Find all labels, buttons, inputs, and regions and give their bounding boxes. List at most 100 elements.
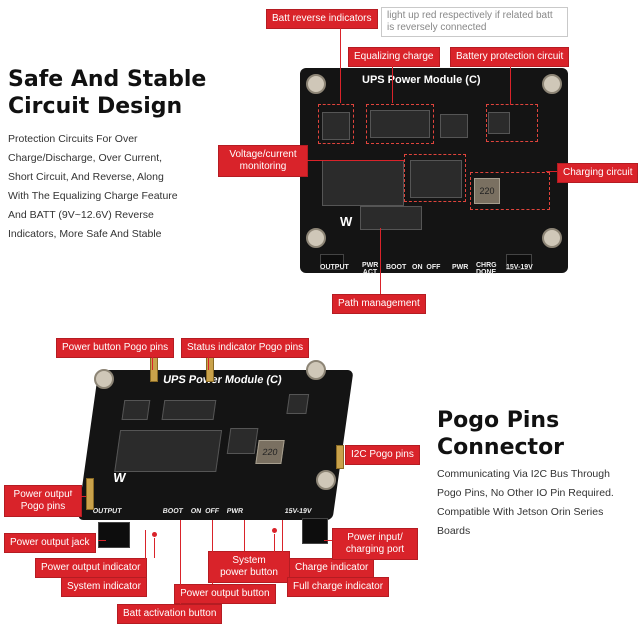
label-power-output-jack: Power output jack [4, 533, 96, 553]
silk-on-off: ON OFF [190, 508, 220, 515]
equalizing-chip-icon [370, 110, 430, 138]
label-i2c-pogo: I2C Pogo pins [345, 445, 420, 465]
leader-line [152, 356, 153, 370]
batt-reverse-note: light up red respectively if related bat… [381, 7, 568, 37]
waveshare-logo: W [112, 470, 127, 485]
silk-on-off: ON OFF [412, 264, 441, 271]
bottom-paragraph-line: Compatible With Jetson Orin Series [437, 506, 604, 518]
mounting-hole-icon [306, 360, 326, 380]
silk-pwr: PWR [226, 508, 244, 515]
highlight-box [486, 104, 538, 142]
silk-pwr: PWR [452, 264, 469, 271]
batt-reverse-led-icon [322, 112, 350, 140]
output-jack-icon [320, 254, 344, 270]
label-voltage-monitor-line: Voltage/current [229, 149, 297, 160]
monitor-chip-icon [410, 160, 462, 198]
top-heading-line1: Safe And Stable [8, 67, 207, 92]
mosfet-array-icon [322, 160, 404, 206]
label-path-management: Path management [332, 294, 426, 314]
ic-chip-icon [488, 112, 510, 134]
label-system-power-button: System power button [208, 551, 290, 583]
mounting-hole-icon [542, 228, 562, 248]
leader-line [145, 530, 146, 577]
label-power-input: Power input/ charging port [332, 528, 418, 560]
batt-reverse-note-line: light up red respectively if related bat… [387, 10, 553, 21]
label-power-output-pogo-line: Power output [13, 489, 73, 500]
leader-line [324, 540, 332, 541]
top-paragraph-line: Short Circuit, And Reverse, Along [8, 171, 164, 183]
indicator-led-icon [272, 528, 277, 533]
label-full-charge-indicator: Full charge indicator [287, 577, 390, 597]
bottom-heading-line1: Pogo Pins [437, 408, 560, 433]
label-system-power-button-line: System [232, 555, 266, 566]
ic-chip-icon [161, 400, 217, 420]
top-paragraph-line: Indicators, More Safe And Stable [8, 228, 162, 240]
label-power-input-line: charging port [345, 544, 405, 555]
label-batt-activation: Batt activation button [117, 604, 223, 624]
silk-chrg-done: CHRG DONE [476, 262, 497, 276]
top-board-title: UPS Power Module (C) [362, 74, 481, 86]
leader-line [380, 228, 381, 294]
leader-line [98, 540, 106, 541]
label-charge-indicator: Charge indicator [289, 558, 375, 578]
bottom-heading: Pogo Pins Connector [437, 407, 564, 461]
bottom-paragraph-line: Boards [437, 525, 471, 537]
leader-line [340, 27, 341, 103]
label-system-indicator: System indicator [61, 577, 147, 597]
ic-chip-icon [286, 394, 310, 414]
label-charging-circuit: Charging circuit [557, 163, 639, 183]
silk-pwr-act: PWR ACT [362, 262, 379, 276]
leader-line [510, 65, 511, 105]
leader-line [180, 520, 181, 604]
top-paragraph-line: And BATT (9V~12.6V) Reverse [8, 209, 154, 221]
label-system-power-button-line: power button [220, 567, 278, 578]
bottom-paragraph-line: Pogo Pins, No Other IO Pin Required. [437, 487, 614, 499]
pogo-pin-icon [336, 445, 344, 469]
label-equalizing: Equalizing charge [348, 47, 440, 67]
bottom-paragraph: Communicating Via I2C Bus Through Pogo P… [437, 465, 637, 541]
top-paragraph-line: With The Equalizing Charge Feature [8, 190, 178, 202]
silk-output: OUTPUT [92, 508, 122, 515]
batt-reverse-note-line: is reversely connected [387, 22, 487, 33]
label-power-output-button: Power output button [174, 584, 276, 604]
path-chip-icon [360, 206, 422, 230]
output-jack-icon [98, 522, 130, 548]
monitor-chip-icon [226, 428, 259, 454]
leader-line [274, 534, 275, 558]
bottom-board-title: UPS Power Module (C) [162, 374, 283, 386]
leader-line [70, 496, 86, 497]
leader-line [244, 520, 245, 551]
indicator-led-icon [152, 532, 157, 537]
pogo-pin-icon [86, 478, 94, 510]
label-status-pogo: Status indicator Pogo pins [181, 338, 310, 358]
ic-chip-icon [121, 400, 151, 420]
top-paragraph-line: Protection Circuits For Over [8, 133, 138, 145]
bottom-heading-line2: Connector [437, 435, 565, 460]
mosfet-array-icon [114, 430, 223, 472]
silk-boot: BOOT [386, 264, 407, 271]
label-battery-protection: Battery protection circuit [450, 47, 570, 67]
label-power-output-pogo-line: Pogo pins [20, 501, 66, 512]
inductor-icon: 220 [255, 440, 285, 464]
mounting-hole-icon [316, 470, 336, 490]
leader-line [546, 171, 557, 172]
mounting-hole-icon [306, 228, 326, 248]
label-power-input-line: Power input/ [347, 532, 403, 543]
silk-vin: 15V-19V [506, 264, 533, 271]
top-heading: Safe And Stable Circuit Design [8, 66, 206, 120]
mounting-hole-icon [306, 74, 326, 94]
waveshare-logo: W [340, 214, 353, 229]
silk-boot: BOOT [162, 508, 184, 515]
label-power-output-indicator: Power output indicator [35, 558, 147, 578]
top-paragraph: Protection Circuits For Over Charge/Disc… [8, 130, 208, 244]
top-pcb-board: UPS Power Module (C) 220 W OUTPUT PWR AC… [300, 68, 568, 276]
input-jack-icon [506, 254, 532, 270]
mounting-hole-icon [94, 369, 114, 389]
leader-line [208, 356, 209, 370]
label-voltage-monitor: Voltage/current monitoring [218, 145, 308, 177]
top-heading-line2: Circuit Design [8, 94, 183, 119]
highlight-box [318, 104, 354, 144]
highlight-box [366, 104, 434, 144]
bottom-paragraph-line: Communicating Via I2C Bus Through [437, 468, 610, 480]
highlight-box [404, 154, 466, 202]
